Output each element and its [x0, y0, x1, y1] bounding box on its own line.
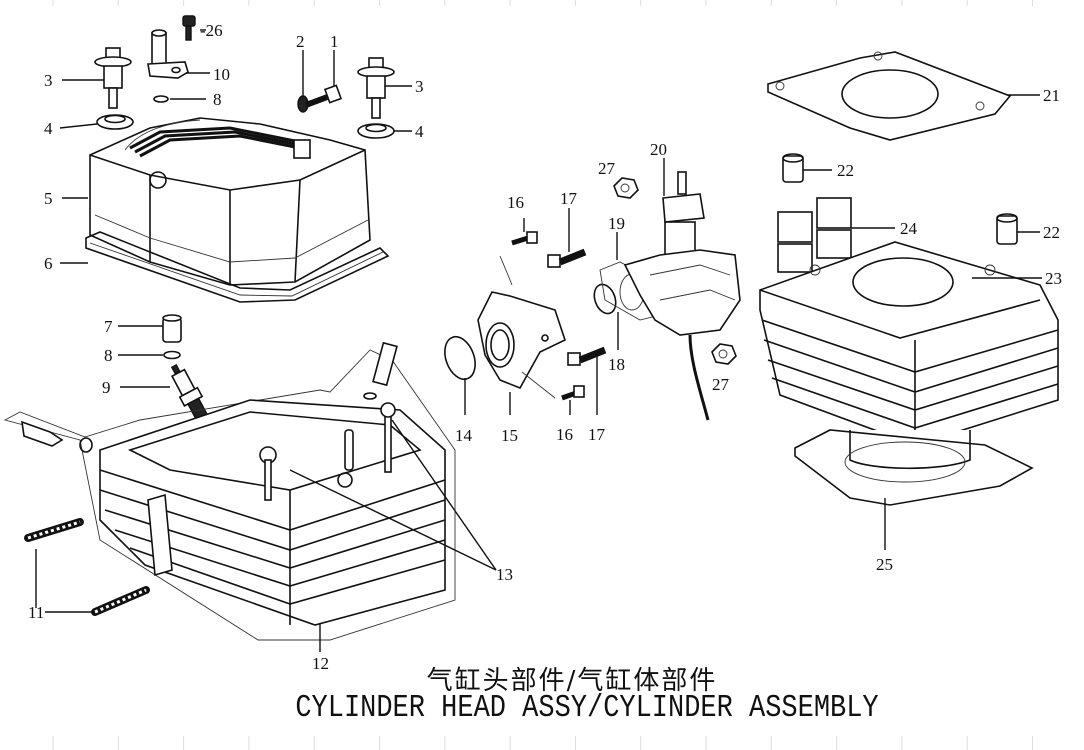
- callout-8-upper: 8: [213, 90, 222, 109]
- callout-13: 13: [496, 565, 513, 584]
- part-11-stud-bolt-lower: [91, 586, 150, 616]
- diagram-title-english: CYLINDER HEAD ASSY/CYLINDER ASSEMBLY: [295, 692, 879, 727]
- part-27-nut-lower: [711, 343, 737, 365]
- callout-labels: 1 2 3 3 4 4 5 6 7 8 8 9 10 11 12 13 14 1…: [28, 21, 1062, 673]
- callout-14: 14: [455, 426, 473, 445]
- callout-21: 21: [1043, 86, 1060, 105]
- part-11-stud-bolt-upper: [24, 518, 84, 542]
- part-27-nut-upper: [613, 177, 639, 199]
- callout-6: 6: [44, 254, 53, 273]
- callout-12: 12: [312, 654, 329, 673]
- part-6-head-cover-gasket: [85, 231, 390, 303]
- callout-4-right: 4: [415, 122, 424, 141]
- callout-18: 18: [608, 355, 625, 374]
- part-23-cylinder-block: [759, 241, 1059, 470]
- leader-lines: [35, 29, 1042, 652]
- callout-17-upper: 17: [560, 189, 578, 208]
- part-4-seal-washer-right: [357, 123, 395, 139]
- part-22-dowel-pin-left: [782, 153, 804, 183]
- callout-5: 5: [44, 189, 53, 208]
- part-3-cap-bolt-right: [357, 57, 395, 119]
- callout-27-lower: 27: [712, 375, 730, 394]
- callout-25: 25: [876, 555, 893, 574]
- callout-16-upper: 16: [507, 193, 524, 212]
- callout-22-right: 22: [1043, 223, 1060, 242]
- callout-9: 9: [102, 378, 111, 397]
- part-15-intake-pipe: [477, 291, 566, 390]
- part-24-damper-rubber: [777, 197, 852, 273]
- cylinder-head-group: [3, 314, 456, 641]
- callout-17-lower: 17: [588, 425, 606, 444]
- cylinder-block-group: [759, 51, 1059, 506]
- callout-7: 7: [104, 317, 113, 336]
- callout-15: 15: [501, 426, 518, 445]
- border-ticks: [52, 0, 1033, 750]
- callout-8-lower: 8: [104, 346, 113, 365]
- part-17-stud-lower: [567, 346, 607, 366]
- intake-carburetor-group: [444, 171, 741, 421]
- diagram-title-chinese: 气缸头部件/气缸体部件: [426, 666, 718, 696]
- callout-3-left: 3: [44, 71, 53, 90]
- part-21-cylinder-head-gasket: [767, 51, 1012, 141]
- part-4-seal-washer-left: [96, 114, 134, 130]
- part-20-carburetor: [623, 171, 741, 421]
- part-25-cylinder-gasket: [794, 429, 1034, 506]
- part-26-bolt: [182, 15, 196, 41]
- callout-3-right: 3: [415, 77, 424, 96]
- callout-11: 11: [28, 603, 44, 622]
- callout-16-lower: 16: [556, 425, 573, 444]
- part-3-cap-bolt-left: [94, 47, 132, 109]
- callout-10: 10: [213, 65, 230, 84]
- part-8-o-ring: [153, 95, 169, 103]
- part-12-cylinder-head: [99, 399, 446, 626]
- part-5-cylinder-head-cover: [89, 117, 371, 286]
- part-22-dowel-pin-right: [996, 213, 1018, 245]
- part-1-bolt: [304, 84, 343, 108]
- callout-2: 2: [296, 32, 305, 51]
- callout-23: 23: [1045, 269, 1062, 288]
- callout-27-upper: 27: [598, 159, 616, 178]
- part-head-fitting: [21, 420, 93, 453]
- callout-22-left: 22: [837, 161, 854, 180]
- callout-24: 24: [900, 219, 918, 238]
- part-7-dowel-pin: [162, 314, 182, 343]
- part-17-stud-upper: [547, 248, 587, 268]
- cylinder-head-cover-group: [85, 15, 395, 303]
- part-14-o-ring: [444, 335, 476, 381]
- callout-1: 1: [330, 32, 339, 51]
- callout-4-left: 4: [44, 119, 53, 138]
- part-16-bolt-lower: [521, 371, 585, 401]
- callout-20: 20: [650, 140, 667, 159]
- callout-26: -26: [200, 21, 223, 40]
- part-8-o-ring-lower: [163, 350, 181, 360]
- part-18-o-ring: [593, 283, 617, 315]
- part-16-bolt-upper: [499, 231, 538, 286]
- callout-19: 19: [608, 214, 625, 233]
- part-valve-guide: [363, 341, 398, 400]
- part-10-breather-pipe: [147, 29, 189, 79]
